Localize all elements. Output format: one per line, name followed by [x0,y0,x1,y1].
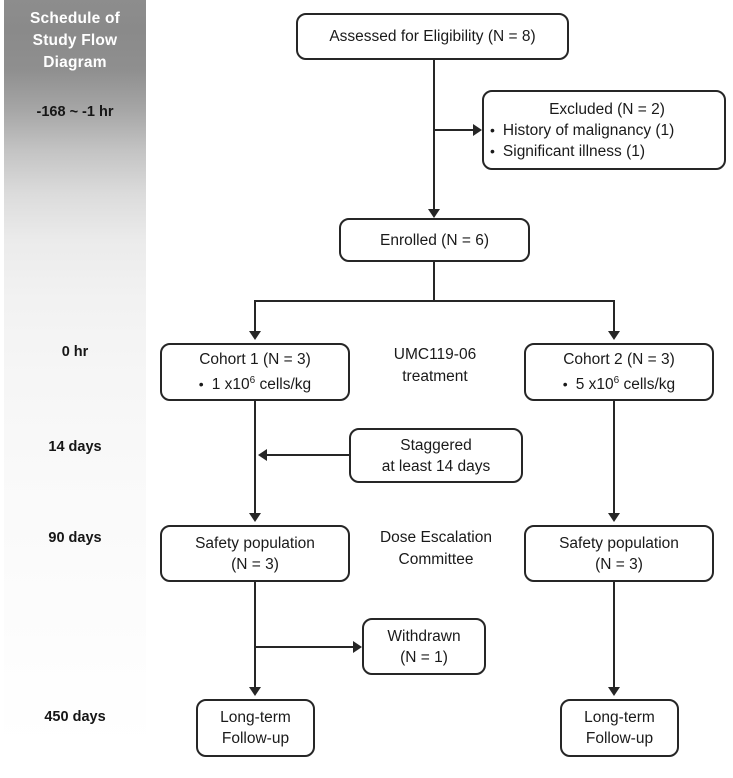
node-long-term-follow-up-1[interactable]: Long-term Follow-up [196,699,315,757]
connector-assessed-to-enrolled [433,60,435,211]
schedule-sidebar [4,0,146,748]
label-treatment-line-1: UMC119-06 [393,346,477,363]
node-enrolled[interactable]: Enrolled (N = 6) [339,218,530,262]
bullet-icon: • [490,142,495,159]
node-ltfu-2-line-2: Follow-up [585,730,654,747]
node-excluded[interactable]: Excluded (N = 2) • History of malignancy… [482,90,726,170]
node-cohort-1-dose-text: 1 x106 cells/kg [211,374,312,394]
schedule-label-90-days: 90 days [48,530,102,546]
arrowhead-safety1 [249,513,261,522]
node-safety-population-2-line-1: Safety population [559,534,679,552]
arrowhead-ltfu2 [608,687,620,696]
node-cohort-2[interactable]: Cohort 2 (N = 3) • 5 x106 cells/kg [524,343,714,401]
bullet-icon: • [562,376,568,393]
node-safety-population-2-line-2: (N = 3) [595,555,643,573]
arrowhead-cohort1 [249,331,261,340]
node-assessed-for-eligibility[interactable]: Assessed for Eligibility (N = 8) [296,13,569,60]
node-cohort-2-dose-text: 5 x106 cells/kg [575,374,676,394]
schedule-label-0-hr: 0 hr [61,344,89,360]
label-treatment: UMC119-06 treatment [360,344,510,388]
node-excluded-bullet-2: • Significant illness (1) [490,141,645,162]
node-long-term-follow-up-2[interactable]: Long-term Follow-up [560,699,679,757]
node-cohort-2-dose-exponent: 6 [613,374,620,386]
node-staggered-line-2: at least 14 days [381,457,491,475]
connector-to-excluded [433,129,474,131]
node-staggered[interactable]: Staggered at least 14 days [349,428,523,483]
node-assessed-text: Assessed for Eligibility (N = 8) [329,28,536,45]
connector-cohort1-to-safety1 [254,401,256,514]
connector-cohort-split-bus [254,300,615,302]
node-cohort-1-dose: • 1 x106 cells/kg [199,370,311,395]
label-dose-escalation-committee: Dose Escalation Committee [358,527,514,571]
node-safety-population-1-line-1: Safety population [195,534,315,552]
connector-staggered-to-left-trunk [266,454,350,456]
node-excluded-title: Excluded (N = 2) [549,100,665,118]
schedule-title: Schedule of Study Flow Diagram [4,8,146,74]
schedule-title-line-2: Study Flow [32,32,118,49]
node-excluded-bullet-2-text: Significant illness (1) [502,142,646,160]
node-safety-population-1-line-2: (N = 3) [231,555,279,573]
connector-to-withdrawn [254,646,354,648]
connector-enrolled-down [433,262,435,301]
node-safety-population-2[interactable]: Safety population (N = 3) [524,525,714,582]
node-withdrawn[interactable]: Withdrawn (N = 1) [362,618,486,675]
connector-bus-to-cohort2 [613,300,615,333]
schedule-label-pre-dose: -168 ~ -1 hr [36,104,114,120]
connector-safety2-to-ltfu2 [613,582,615,688]
node-ltfu-1-line-1: Long-term [220,709,291,726]
arrowhead-ltfu1 [249,687,261,696]
arrowhead-excluded [473,124,482,136]
node-cohort-1-dose-exponent: 6 [249,374,256,386]
schedule-title-line-3: Diagram [43,54,107,71]
connector-bus-to-cohort1 [254,300,256,333]
node-cohort-2-title: Cohort 2 (N = 3) [563,350,675,368]
bullet-icon: • [198,376,204,393]
node-safety-population-1[interactable]: Safety population (N = 3) [160,525,350,582]
connector-safety1-to-ltfu1 [254,582,256,688]
node-cohort-1[interactable]: Cohort 1 (N = 3) • 1 x106 cells/kg [160,343,350,401]
label-treatment-line-2: treatment [402,368,468,385]
node-cohort-2-dose: • 5 x106 cells/kg [563,370,675,395]
arrowhead-withdrawn [353,641,362,653]
label-dec-line-1: Dose Escalation [379,529,492,546]
label-dec-line-2: Committee [398,551,474,568]
node-excluded-bullet-1: • History of malignancy (1) [490,120,674,141]
schedule-label-450-days: 450 days [44,709,106,725]
arrowhead-enrolled [428,209,440,218]
node-enrolled-text: Enrolled (N = 6) [380,231,489,249]
node-ltfu-2-line-1: Long-term [584,709,655,726]
node-withdrawn-line-1: Withdrawn [387,627,461,645]
arrowhead-staggered [258,449,267,461]
node-withdrawn-line-2: (N = 1) [400,648,448,666]
node-cohort-1-title: Cohort 1 (N = 3) [199,350,311,368]
arrowhead-cohort2 [608,331,620,340]
schedule-label-14-days: 14 days [48,439,102,455]
bullet-icon: • [490,121,495,138]
arrowhead-safety2 [608,513,620,522]
node-excluded-bullet-1-text: History of malignancy (1) [502,121,675,139]
node-staggered-line-1: Staggered [400,436,472,454]
node-ltfu-1-line-2: Follow-up [221,730,290,747]
schedule-title-line-1: Schedule of [29,10,121,27]
connector-cohort2-to-safety2 [613,401,615,514]
